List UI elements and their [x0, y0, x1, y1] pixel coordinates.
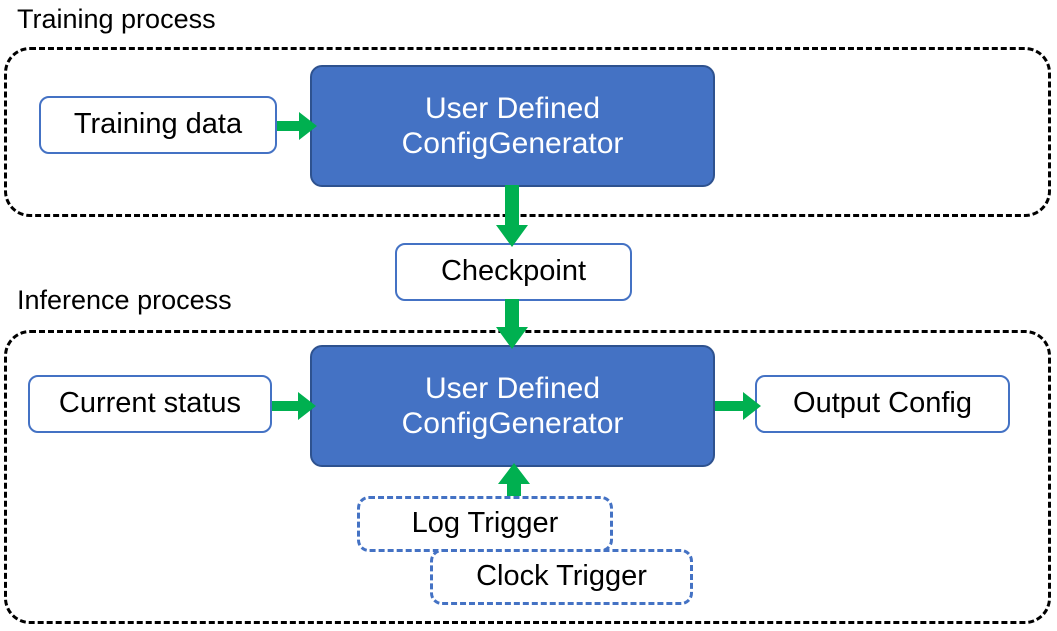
generator-label-line-2: ConfigGenerator [401, 407, 624, 440]
node-training-data[interactable]: Training data [39, 96, 277, 154]
node-checkpoint[interactable]: Checkpoint [395, 243, 632, 301]
generator-label-line-1: User Defined [424, 91, 601, 125]
inference-process-title: Inference process [17, 285, 232, 315]
generator-label-line-1: User Defined [424, 371, 601, 405]
node-current-status[interactable]: Current status [28, 375, 272, 433]
node-clock-trigger[interactable]: Clock Trigger [430, 549, 693, 605]
generator-label-line-2: ConfigGenerator [401, 127, 624, 160]
node-user-defined-config-generator-training[interactable]: User Defined ConfigGenerator [310, 65, 715, 187]
training-process-title: Training process [17, 4, 216, 34]
node-output-config[interactable]: Output Config [755, 375, 1010, 433]
node-log-trigger[interactable]: Log Trigger [357, 496, 613, 552]
node-user-defined-config-generator-inference[interactable]: User Defined ConfigGenerator [310, 345, 715, 467]
